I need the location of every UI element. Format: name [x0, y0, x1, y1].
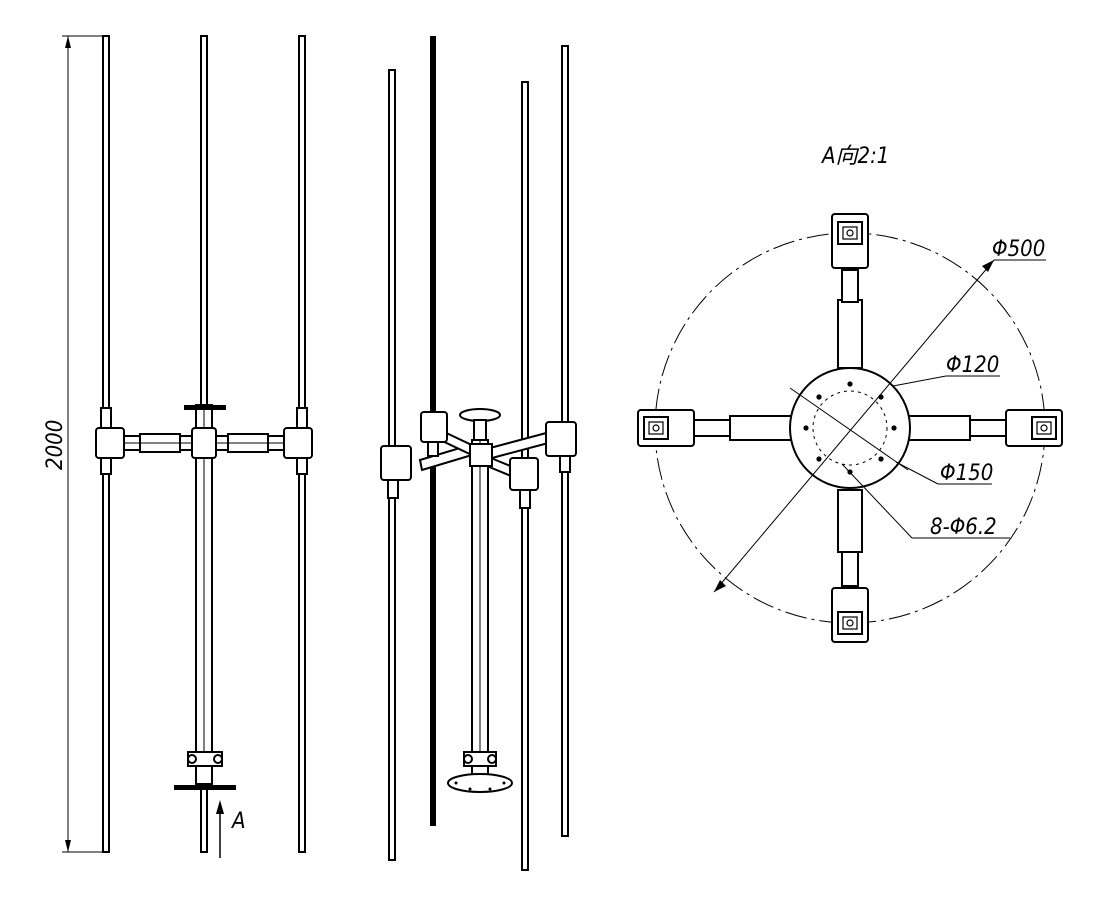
- block-back-left: [420, 411, 448, 443]
- end-block-left: [637, 409, 695, 447]
- view-a-title: A向2:1: [820, 144, 889, 169]
- view-arrow-label: A: [230, 809, 246, 834]
- height-dimension-label: 2000: [43, 420, 68, 470]
- arm-left: [729, 415, 793, 441]
- dia-500-leader: [713, 259, 995, 593]
- base-plate: [174, 785, 236, 790]
- dia-150-leader: [895, 461, 939, 485]
- end-block-right: [1005, 409, 1063, 447]
- dia-120-label: Φ120: [946, 353, 999, 378]
- block-front-right: [509, 457, 539, 491]
- dia-120-leader: [892, 375, 947, 387]
- end-block-bottom: [831, 587, 869, 643]
- block-left: [380, 445, 412, 481]
- holes-label: 8-Φ6.2: [930, 515, 997, 540]
- dia-150-label: Φ150: [940, 461, 993, 486]
- end-block-top: [831, 213, 869, 269]
- block-back-right: [545, 421, 577, 457]
- holes-leader: [841, 463, 913, 539]
- perspective-base-flange: [447, 773, 513, 793]
- arm-right: [907, 415, 971, 441]
- view-a: A向2:1: [637, 144, 1063, 643]
- perspective-view: [380, 36, 577, 871]
- left-connector: [95, 427, 125, 459]
- center-connector: [191, 427, 217, 459]
- arm-top: [837, 299, 863, 369]
- dia-500-label: Φ500: [992, 237, 1045, 262]
- front-view: 2000 A: [43, 35, 313, 858]
- bolt-circle: [812, 390, 888, 466]
- top-cap: [184, 405, 226, 410]
- arm-bottom: [837, 489, 863, 553]
- right-connector: [283, 427, 313, 459]
